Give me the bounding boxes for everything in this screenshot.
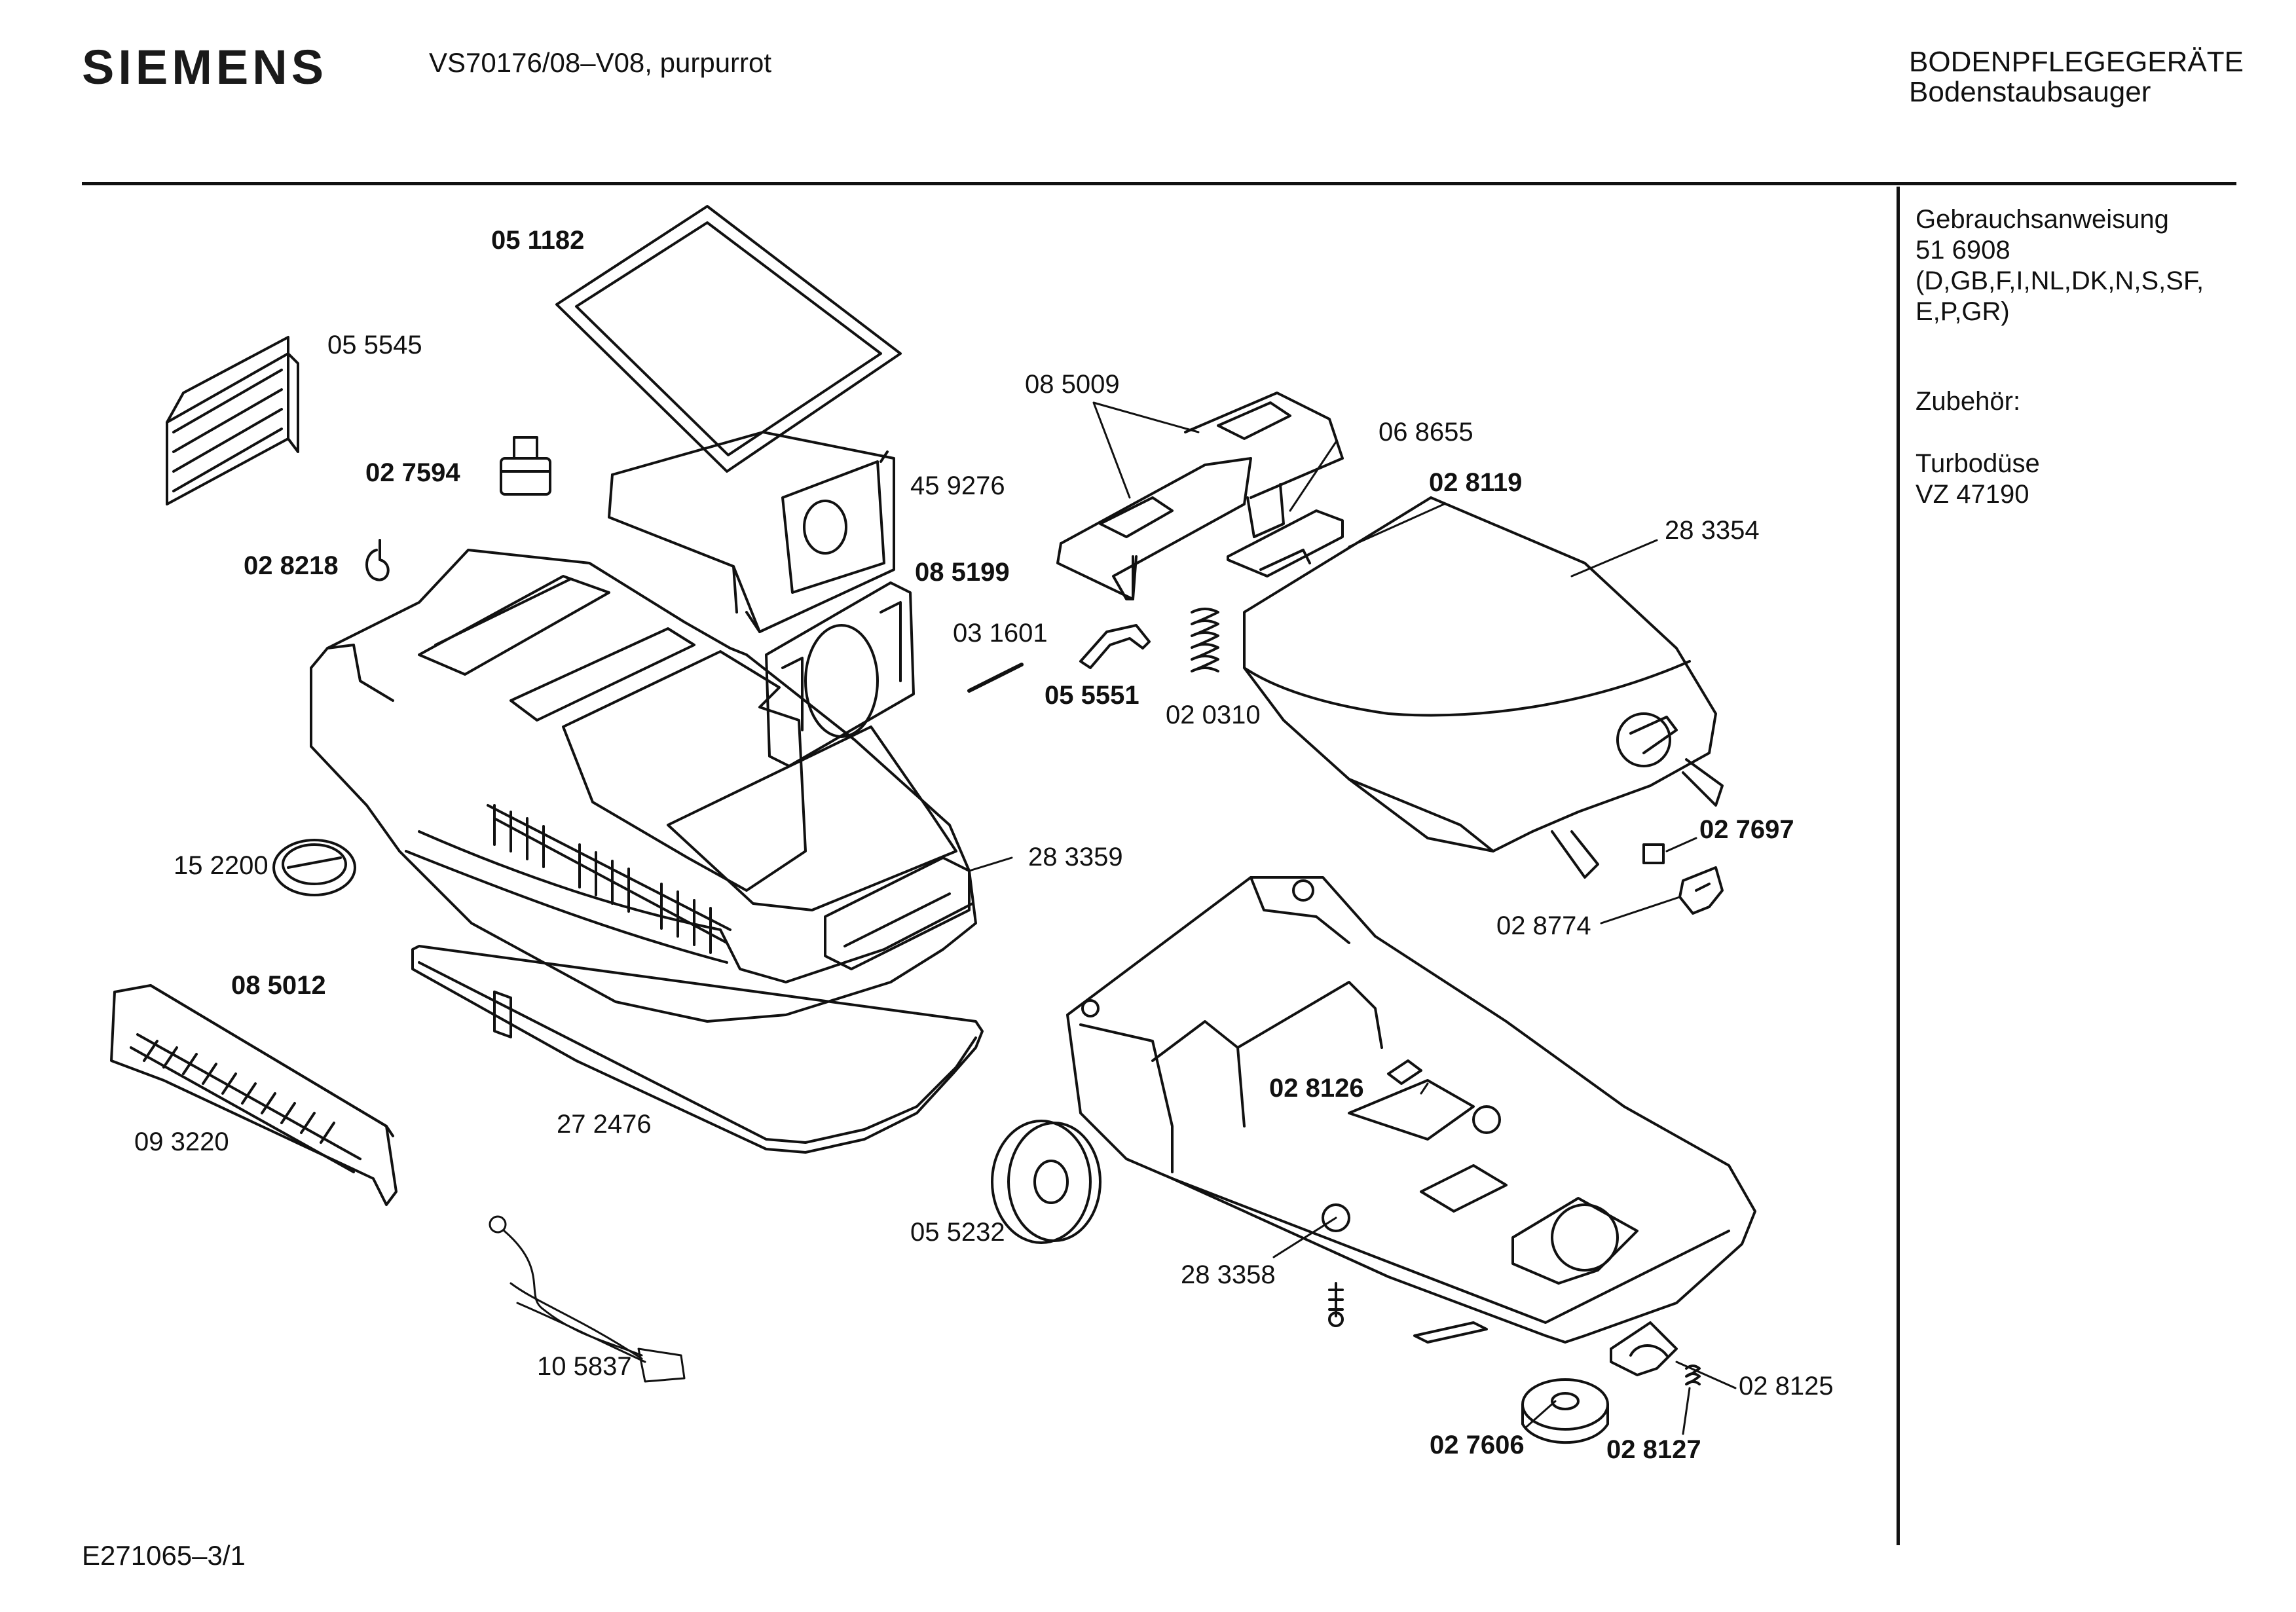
part-rod: [969, 665, 1022, 691]
part-label-283358: 28 3358: [1181, 1260, 1276, 1289]
part-label-459276: 45 9276: [910, 471, 1005, 500]
part-label-093220: 09 3220: [134, 1127, 229, 1156]
leader-line: [1274, 1084, 1428, 1257]
part-label-283354: 28 3354: [1665, 516, 1760, 545]
part-label-028126: 02 8126: [1269, 1074, 1364, 1103]
part-screw: [1329, 1283, 1342, 1326]
product-subcategory: Bodenstaubsauger: [1909, 76, 2151, 108]
part-bag-holder: [766, 583, 914, 766]
accessory-number: VZ 47190: [1916, 480, 2029, 509]
body-vents: [494, 805, 711, 953]
part-label-028125: 02 8125: [1739, 1372, 1834, 1401]
part-latch: [1228, 511, 1342, 576]
part-swivel-wheel: [1523, 1380, 1608, 1442]
manual-languages-line2: E,P,GR): [1916, 297, 2010, 326]
manual-languages-line1: (D,GB,F,I,NL,DK,N,S,SF,: [1916, 266, 2204, 295]
part-label-283359: 28 3359: [1028, 843, 1123, 871]
part-label-055551: 05 5551: [1045, 681, 1139, 710]
part-bracket: [1081, 625, 1149, 668]
part-label-020310: 02 0310: [1166, 701, 1261, 729]
leader-line: [1526, 1401, 1555, 1427]
part-label-055545: 05 5545: [327, 331, 422, 359]
product-category: BODENPFLEGEGERÄTE: [1909, 46, 2244, 78]
part-label-272476: 27 2476: [557, 1110, 652, 1139]
leader-line: [969, 858, 1012, 871]
part-exhaust-filter: [111, 985, 396, 1205]
brand-logo: SIEMENS: [82, 40, 328, 94]
part-lid: [1244, 498, 1722, 877]
part-main-body: [311, 550, 976, 1037]
part-label-105837: 10 5837: [537, 1352, 632, 1381]
model-designation: VS70176/08–V08, purpurrot: [429, 47, 772, 78]
sidebar-divider: [1897, 187, 1900, 1545]
part-cable-harness: [490, 1217, 684, 1382]
part-label-085199: 08 5199: [915, 558, 1010, 587]
header-divider: [82, 182, 2236, 185]
part-label-027606: 02 7606: [1430, 1431, 1525, 1459]
part-cable-clip: [1680, 868, 1722, 913]
leader-line: [1290, 442, 1444, 547]
leader-line: [1683, 1388, 1690, 1434]
part-grille: [167, 337, 298, 504]
leader-line: [1676, 1362, 1735, 1388]
part-label-028218: 02 8218: [244, 551, 339, 580]
part-switch: [501, 437, 550, 494]
part-label-152200: 15 2200: [174, 851, 268, 880]
part-wheel: [992, 1121, 1100, 1243]
part-label-028774: 02 8774: [1496, 911, 1591, 940]
part-pad: [1415, 1323, 1487, 1342]
part-label-068655: 06 8655: [1379, 418, 1473, 447]
part-label-027697: 02 7697: [1699, 815, 1794, 844]
part-bumper: [413, 946, 982, 1152]
part-spring: [1192, 609, 1218, 671]
part-dial: [274, 840, 355, 895]
leader-line: [1094, 403, 1198, 498]
part-label-085009: 08 5009: [1025, 370, 1120, 399]
part-label-055232: 05 5232: [910, 1218, 1005, 1247]
part-label-085012: 08 5012: [231, 971, 326, 1000]
leader-line: [1601, 897, 1680, 923]
part-dust-bag: [609, 432, 894, 632]
manual-label: Gebrauchsanweisung: [1916, 205, 2169, 234]
part-label-031601: 03 1601: [953, 619, 1048, 648]
part-clip: [367, 540, 388, 580]
accessories-label: Zubehör:: [1916, 387, 2021, 416]
manual-number: 51 6908: [1916, 236, 2010, 265]
drawing-number: E271065–3/1: [82, 1540, 246, 1571]
leader-line: [1667, 838, 1696, 851]
part-label-027594: 02 7594: [365, 458, 460, 487]
part-label-051182: 05 1182: [491, 226, 585, 255]
part-label-028119: 02 8119: [1429, 468, 1523, 497]
part-wheel-clamp: [1611, 1323, 1676, 1375]
part-small-spring: [1686, 1366, 1699, 1384]
part-filter-frame: [557, 206, 900, 471]
part-label-028127: 02 8127: [1606, 1435, 1701, 1464]
part-upper-cover: [1058, 393, 1342, 599]
part-base: [1067, 877, 1755, 1342]
part-small-insert: [1644, 845, 1663, 863]
leader-line: [1572, 540, 1657, 576]
accessory-name: Turbodüse: [1916, 449, 2040, 478]
